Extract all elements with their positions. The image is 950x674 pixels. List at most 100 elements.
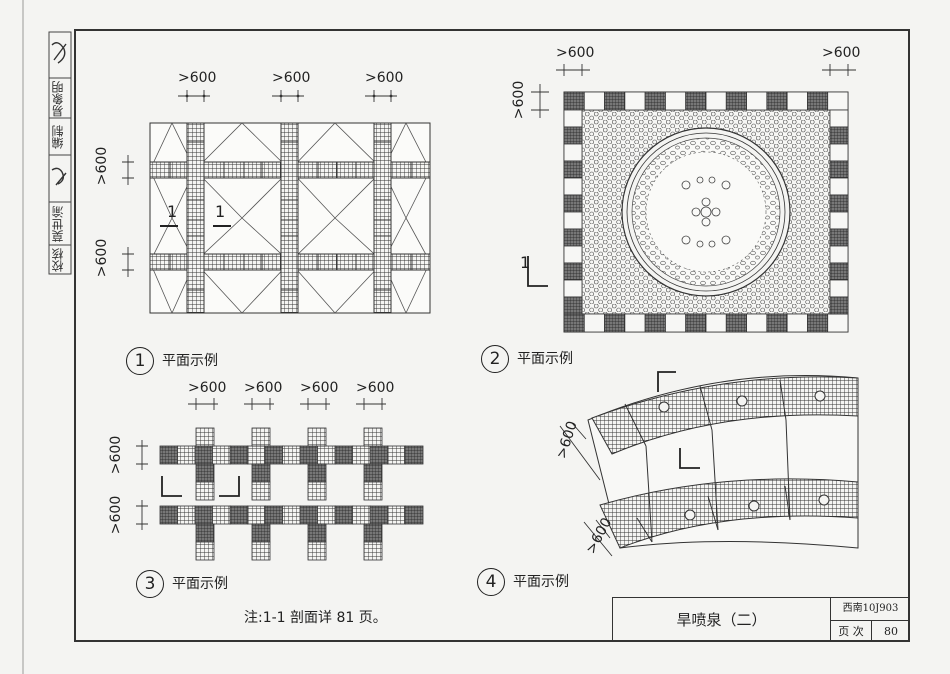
role-label-checked: 校核 [51, 248, 65, 273]
paving-tile [251, 427, 271, 447]
border-tile [827, 313, 849, 333]
page-number: 80 [884, 625, 898, 638]
border-tile [829, 211, 849, 230]
figure-1-plan [122, 90, 431, 314]
paving-tile [363, 523, 383, 543]
paving-tile [352, 445, 371, 465]
signature-scribble [51, 42, 67, 64]
paving-tile [194, 445, 214, 465]
section-mark-label: 1 [167, 202, 178, 221]
figure-3-plan [136, 398, 424, 561]
paving-tile [159, 505, 179, 525]
paving-tile [282, 445, 301, 465]
paving-tile [264, 505, 284, 525]
border-tile [665, 91, 687, 111]
paving-tile [195, 523, 215, 543]
signature-scribble [51, 167, 67, 186]
border-tile [725, 91, 747, 111]
paving-tile [195, 541, 215, 561]
paving-tile [363, 463, 383, 483]
border-tile [583, 91, 605, 111]
paving-tile [369, 445, 389, 465]
border-tile [829, 245, 849, 264]
border-tile [829, 296, 849, 315]
paving-tile [334, 505, 354, 525]
border-tile [827, 91, 849, 111]
paving-tile [387, 445, 406, 465]
dimension-label: >600 [108, 495, 125, 535]
drawing-note: 注:1-1 剖面详 81 页。 [244, 610, 387, 626]
paving-tile [299, 505, 319, 525]
paving-tile [387, 505, 406, 525]
paving-tile [195, 463, 215, 483]
border-tile [766, 313, 788, 333]
dimension-label: >600 [822, 45, 861, 61]
border-tile [829, 143, 849, 162]
paving-tile [404, 445, 424, 465]
border-tile [665, 313, 687, 333]
border-tile [829, 279, 849, 298]
paving-tile [195, 427, 215, 447]
paving-tile [229, 445, 249, 465]
paving-tile [317, 505, 336, 525]
paving-tile [334, 445, 354, 465]
border-tile [563, 228, 583, 247]
paving-tile [194, 505, 214, 525]
border-tile [563, 313, 585, 333]
border-tile [563, 211, 583, 230]
paving-tile [307, 427, 327, 447]
section-mark-label: 1 [520, 253, 531, 272]
paving-tile [404, 505, 424, 525]
border-tile [563, 194, 583, 213]
border-tile [563, 109, 583, 128]
border-tile [604, 91, 626, 111]
dimension-label: >600 [365, 70, 404, 86]
dimension-label: >600 [94, 238, 111, 278]
page-label: 页 次 [831, 621, 872, 642]
dimension-label: >600 [108, 435, 125, 475]
border-tile [829, 160, 849, 179]
paving-tile [307, 463, 327, 483]
border-tile [807, 91, 829, 111]
paving-tile [212, 505, 231, 525]
role-label-drafted: 编制 [51, 125, 65, 150]
border-tile [644, 91, 666, 111]
border-tile [624, 313, 646, 333]
border-tile [583, 313, 605, 333]
border-tile [563, 126, 583, 145]
paving-tile [363, 427, 383, 447]
drawing-title: 旱喷泉（二） [613, 598, 831, 642]
border-tile [725, 313, 747, 333]
border-tile [705, 313, 727, 333]
border-tile [563, 279, 583, 298]
border-tile [829, 262, 849, 281]
dimension-label: >600 [244, 380, 283, 396]
figure-2-plan [527, 64, 856, 333]
paving-tile [247, 445, 266, 465]
border-tile [685, 313, 707, 333]
paving-tile [251, 481, 271, 501]
dimension-label: >600 [188, 380, 227, 396]
paving-tile [307, 523, 327, 543]
title-block: 旱喷泉（二） 西南10J903 页 次 80 [612, 597, 910, 642]
paving-tile [177, 445, 196, 465]
border-tile [829, 126, 849, 145]
border-tile [563, 160, 583, 179]
dimension-label: >600 [272, 70, 311, 86]
paving-tile [307, 481, 327, 501]
border-tile [563, 143, 583, 162]
border-tile [766, 91, 788, 111]
border-tile [644, 313, 666, 333]
paving-tile [363, 541, 383, 561]
border-tile [829, 109, 849, 128]
paving-tile [307, 541, 327, 561]
border-tile [786, 313, 808, 333]
paving-tile [251, 463, 271, 483]
border-tile [563, 91, 585, 111]
designer-name: 易象明 [51, 81, 65, 117]
reviewer-name: 莫世渝 [51, 206, 65, 243]
paving-tile [212, 445, 231, 465]
